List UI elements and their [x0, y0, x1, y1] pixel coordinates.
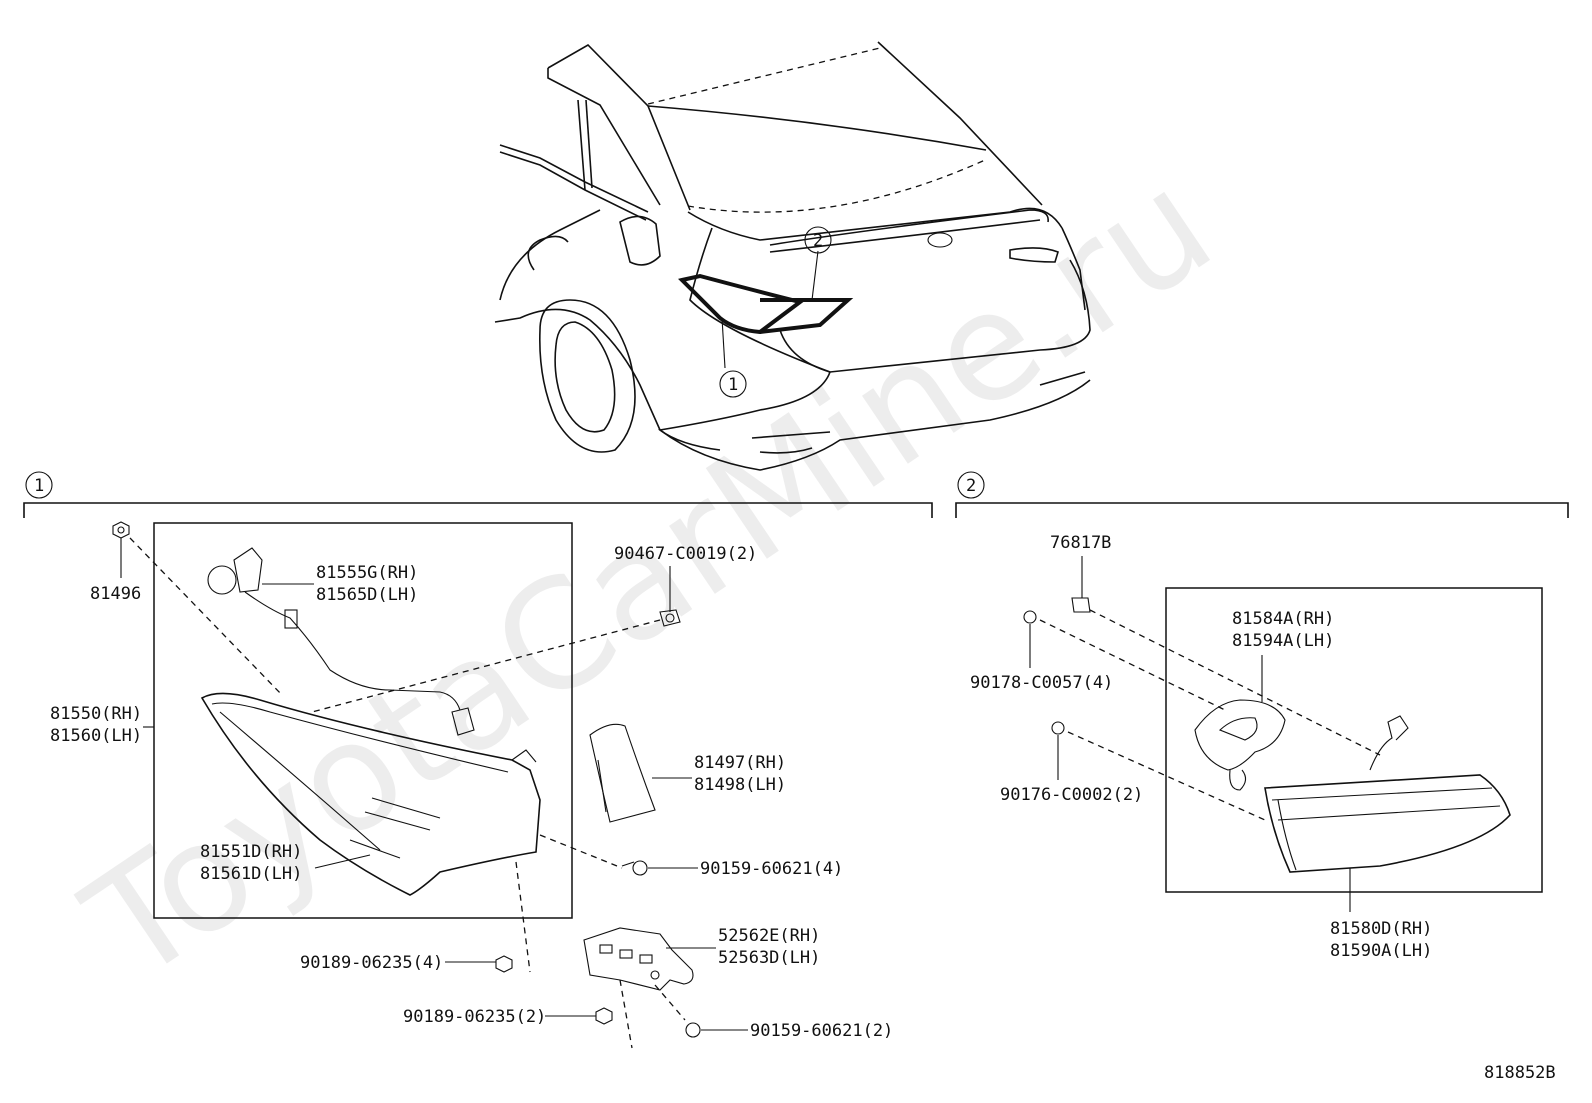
- section-1-bracket: [23, 502, 933, 518]
- svg-text:1: 1: [34, 476, 44, 496]
- bolt-icon: [495, 955, 513, 973]
- section-2: 2 76817B 90178-C0057(4) 90176-C0002(2): [955, 471, 1569, 961]
- screw-icon: [621, 860, 648, 876]
- part-90159-2: 90159-60621(2): [750, 1021, 893, 1041]
- clip-icon: [659, 609, 681, 627]
- nut-icon: [1023, 610, 1037, 624]
- screw-icon: [685, 1022, 701, 1038]
- section-2-marker: 2: [957, 471, 985, 499]
- section-1: 1 81496 81555G(RH) 81565D(LH): [23, 471, 933, 1049]
- part-81584A: 81584A(RH): [1232, 609, 1334, 629]
- bulb-socket: [1194, 699, 1286, 791]
- part-81560: 81560(LH): [50, 726, 142, 746]
- back-up-lamp: [1264, 715, 1511, 873]
- gasket-piece: [589, 723, 656, 823]
- part-90467: 90467-C0019(2): [614, 544, 757, 564]
- diagram-code: 818852B: [1484, 1063, 1556, 1083]
- callout-two: 2: [804, 226, 832, 254]
- svg-text:2: 2: [966, 476, 976, 496]
- part-81498: 81498(LH): [694, 775, 786, 795]
- socket-wire-harness: [207, 547, 475, 736]
- nut-icon: [1051, 721, 1065, 735]
- part-90159-4: 90159-60621(4): [700, 859, 843, 879]
- part-90176: 90176-C0002(2): [1000, 785, 1143, 805]
- section-2-assembly-box: [1165, 587, 1543, 893]
- part-81555G: 81555G(RH): [316, 563, 418, 583]
- rear-combination-lamp: [200, 692, 541, 896]
- part-81561D: 81561D(LH): [200, 864, 302, 884]
- nut-icon: [112, 521, 130, 539]
- part-90189-4: 90189-06235(4): [300, 953, 443, 973]
- part-81497: 81497(RH): [694, 753, 786, 773]
- svg-text:1: 1: [728, 375, 738, 395]
- part-90189-2: 90189-06235(2): [403, 1007, 546, 1027]
- part-52563D: 52563D(LH): [718, 948, 820, 968]
- part-81496: 81496: [90, 584, 141, 604]
- bolt-icon: [595, 1007, 613, 1025]
- svg-text:2: 2: [813, 231, 823, 251]
- part-81565D: 81565D(LH): [316, 585, 418, 605]
- part-81580D: 81580D(RH): [1330, 919, 1432, 939]
- part-90178: 90178-C0057(4): [970, 673, 1113, 693]
- part-81551D: 81551D(RH): [200, 842, 302, 862]
- section-2-bracket: [955, 502, 1569, 518]
- part-81590A: 81590A(LH): [1330, 941, 1432, 961]
- mounting-bracket: [583, 927, 694, 991]
- part-81594A: 81594A(LH): [1232, 631, 1334, 651]
- section-1-marker: 1: [25, 471, 53, 499]
- part-81550: 81550(RH): [50, 704, 142, 724]
- section-1-assembly-box: [153, 522, 573, 919]
- part-76817B: 76817B: [1050, 533, 1111, 553]
- car-rear-illustration: [494, 41, 1091, 471]
- part-52562E: 52562E(RH): [718, 926, 820, 946]
- clip-icon: [1071, 597, 1091, 613]
- callout-one: 1: [719, 370, 747, 398]
